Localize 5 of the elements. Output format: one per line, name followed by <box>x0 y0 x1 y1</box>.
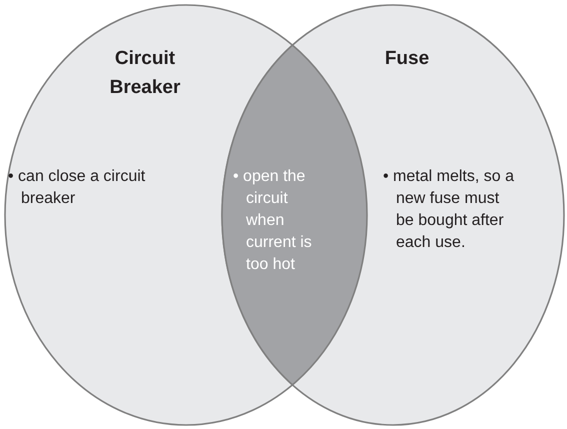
circle-heading: Circuit Breaker <box>108 47 182 100</box>
circle-heading: Fuse <box>384 47 430 71</box>
bullet-item: • open the circuit when current is too hot <box>233 167 313 275</box>
bullet-item: • can close a circuit breaker <box>8 167 146 209</box>
bullet-item: • metal melts, so a new fuse must be bought after each use. <box>383 167 515 253</box>
